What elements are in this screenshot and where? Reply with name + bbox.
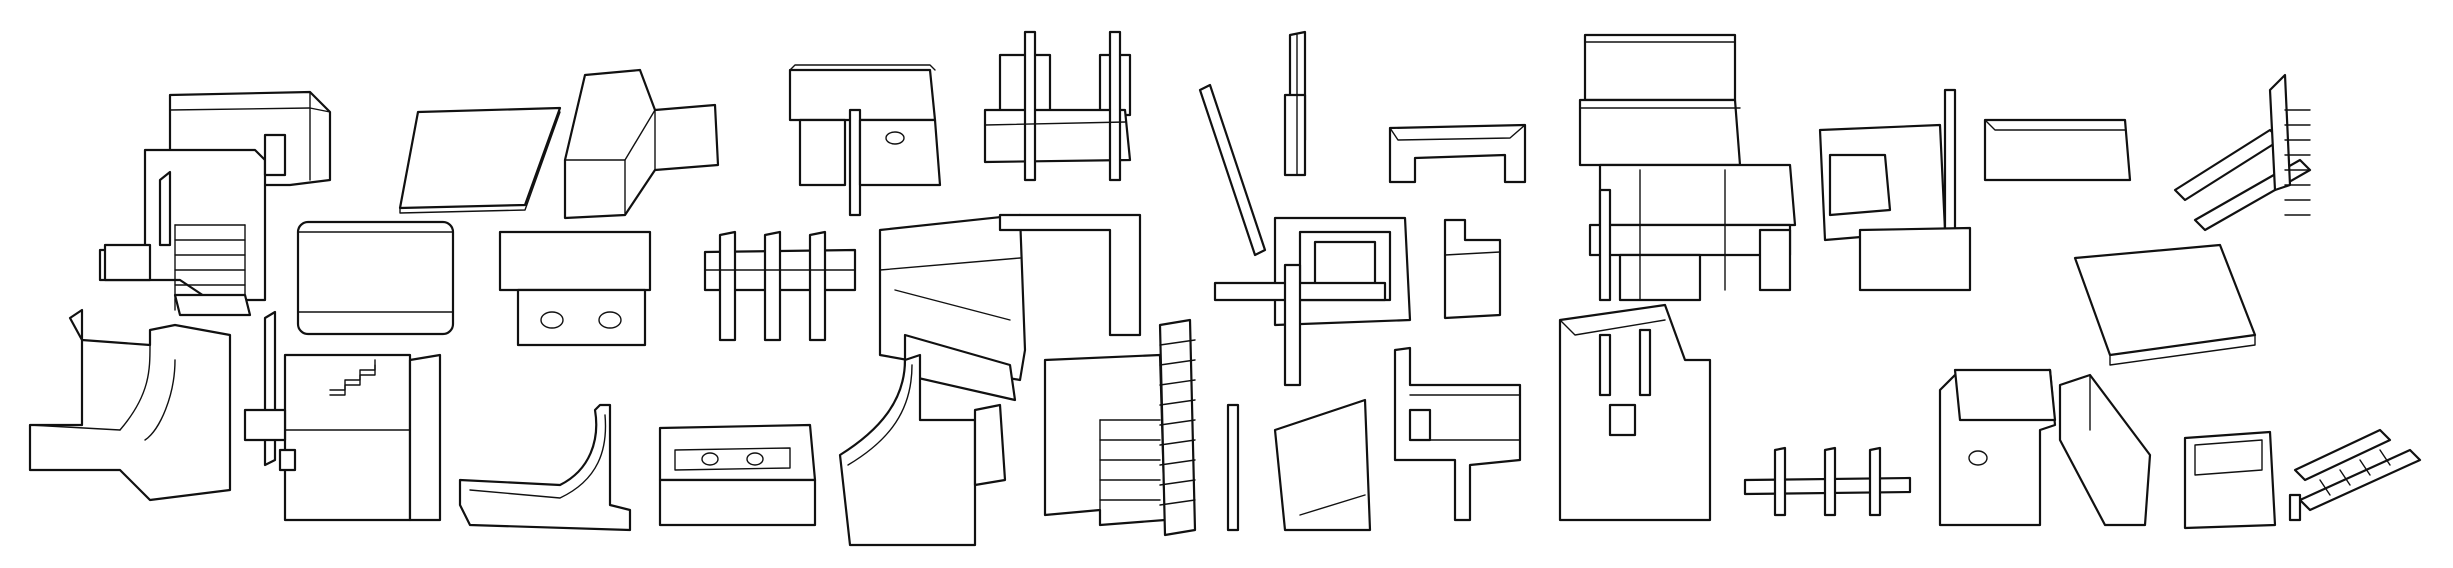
part-shelf-stack	[1598, 188, 1792, 302]
part-wedge-block	[1273, 398, 1372, 532]
part-angled-ladder	[2173, 73, 2312, 232]
part-small-step-block	[1443, 218, 1502, 320]
part-curved-cradle	[458, 403, 632, 532]
part-bracket-with-hole	[788, 64, 942, 217]
part-cross-frame	[1213, 216, 1412, 387]
part-angled-block	[563, 68, 720, 220]
part-narrow-bar	[1226, 403, 1240, 532]
part-open-box-stairs	[243, 310, 442, 522]
part-geared-stack	[1043, 318, 1197, 537]
part-tall-stacked-slabs	[1578, 33, 1797, 302]
part-tilted-panel	[1198, 83, 1267, 257]
part-stacked-blocks-with-stairs	[98, 90, 332, 317]
part-stepped-chair	[1393, 346, 1522, 522]
part-flat-square-plate	[398, 106, 562, 214]
part-plate-two-holes	[498, 230, 652, 347]
part-ladder-frame	[2288, 428, 2422, 522]
part-box-cover	[2073, 243, 2257, 366]
part-bracket-plate-hole	[1938, 368, 2057, 527]
part-slot-plate	[658, 423, 817, 527]
part-double-fin-frame	[983, 30, 1132, 182]
part-open-tray	[2183, 430, 2277, 530]
part-large-curved-housing	[878, 213, 1142, 402]
part-u-channel	[1388, 123, 1527, 184]
part-leaning-slab	[2058, 373, 2152, 527]
part-small-comb-rail	[1743, 446, 1912, 517]
part-cantilever-bracket	[1818, 88, 2132, 292]
part-thin-post	[1283, 30, 1307, 177]
part-curved-wedge-housing	[838, 353, 1007, 547]
part-comb-rail	[703, 230, 857, 342]
part-l-profile-curved	[28, 308, 232, 502]
part-rounded-slab	[296, 220, 455, 336]
part-notched-cube	[1558, 303, 1712, 522]
